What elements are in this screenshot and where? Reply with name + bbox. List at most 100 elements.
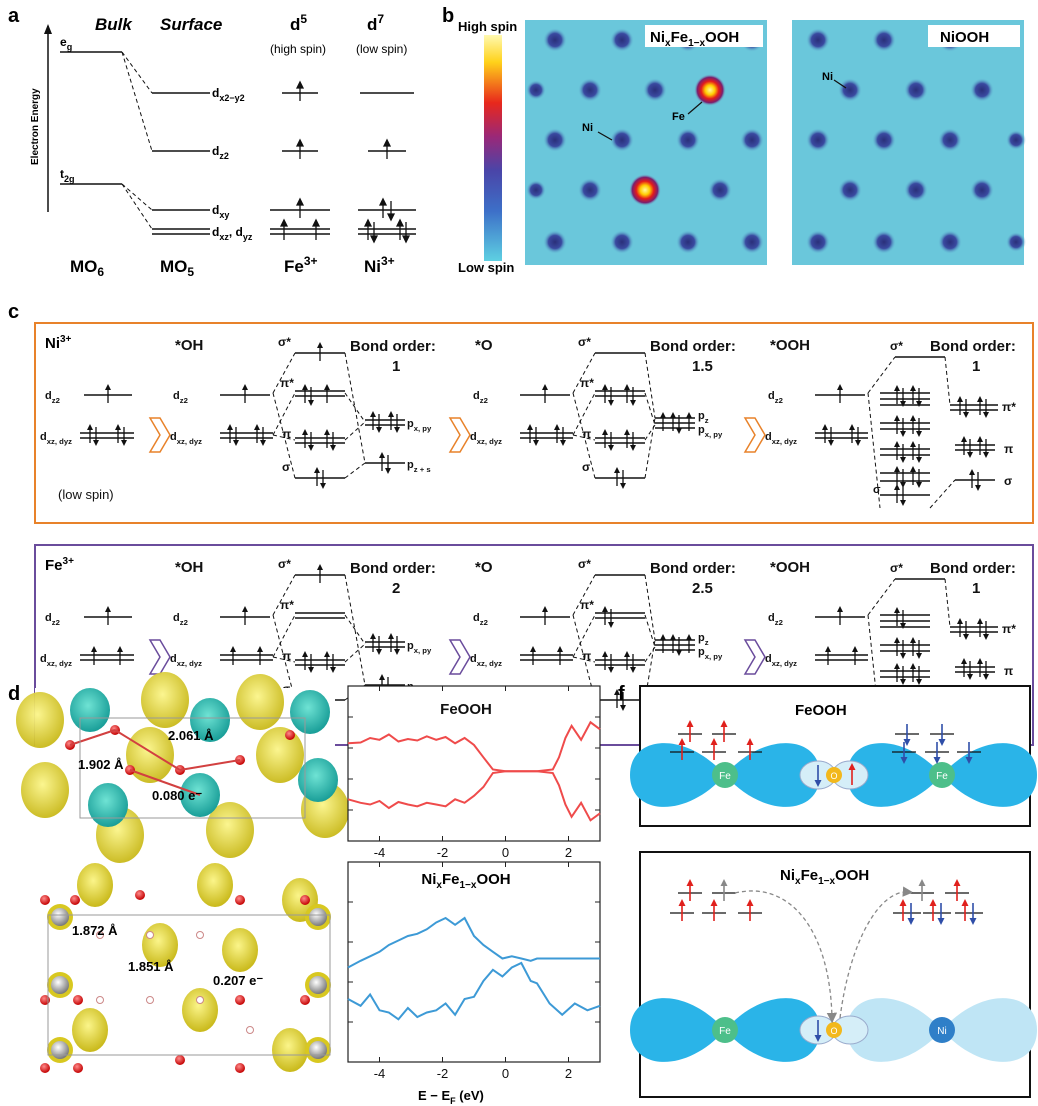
- spin-up-head: [822, 424, 828, 430]
- pointer: [833, 79, 847, 89]
- connector: [121, 183, 153, 211]
- spin-up-head: [969, 469, 975, 475]
- mo-connector: [867, 614, 881, 731]
- mo-connector: [344, 462, 366, 479]
- spin-down-head: [900, 623, 906, 629]
- px-py-label: px, py: [407, 640, 432, 655]
- spin-down-head: [967, 674, 973, 680]
- adsorbate-label: *OOH: [770, 559, 810, 576]
- spin-up-head: [105, 606, 111, 612]
- dos-xlabel: E − EF (eV): [418, 1088, 484, 1106]
- dxz-dyz-label: dxz, dyz: [40, 653, 72, 668]
- mo-connector: [644, 574, 656, 641]
- spin-up-head: [720, 879, 728, 886]
- spin-down-head: [916, 679, 922, 685]
- spin-up-head: [910, 385, 916, 391]
- spin-down-head: [828, 440, 834, 446]
- spin-up-head: [686, 720, 694, 727]
- spin-density-up: [72, 1008, 108, 1052]
- dxz-dyz-label: dxz, dyz: [170, 653, 202, 668]
- pointer: [687, 101, 703, 115]
- spin-density-down: [298, 758, 338, 802]
- spin-up-head: [324, 384, 330, 390]
- ion-label: Fe3+: [45, 556, 74, 574]
- spin-up-head: [961, 899, 969, 906]
- bond-order-label: Bond order:: [350, 338, 436, 355]
- spin-density-up: [222, 928, 258, 972]
- adsorbate-label: *O: [475, 337, 493, 354]
- orbital-lobe: [725, 743, 820, 807]
- oxygen-atom: [235, 895, 245, 905]
- spin-up-head: [370, 633, 376, 639]
- bond-order-value: 2.5: [692, 580, 713, 597]
- metal-atom-label: Fe: [936, 771, 948, 782]
- pi-label: π: [1004, 442, 1013, 456]
- t2g-label: t2g: [60, 167, 75, 184]
- spin-up-head: [302, 429, 308, 435]
- hydrogen-atom: [96, 996, 104, 1004]
- connector: [121, 51, 153, 94]
- bond: [179, 759, 241, 771]
- oxygen-atom: [175, 1055, 185, 1065]
- spin-up-head: [910, 637, 916, 643]
- electron-transfer-arrow: [839, 886, 914, 1019]
- bond-order-value: 2: [392, 580, 400, 597]
- spin-up-head: [977, 658, 983, 664]
- x-tick-label: 0: [502, 1066, 509, 1081]
- spin-up-head: [257, 646, 263, 652]
- spin-up-head: [388, 633, 394, 639]
- mo-connector: [272, 392, 296, 436]
- dos-series-down: [347, 961, 601, 1021]
- spin-down-head: [900, 679, 906, 685]
- dos-series-down: [347, 770, 601, 822]
- x-tick-label: -2: [437, 1066, 449, 1081]
- dz2-label: dz2: [768, 390, 783, 405]
- spin-down-head: [965, 757, 973, 764]
- x-tick-label: 0: [502, 845, 509, 860]
- spin-up-head: [894, 637, 900, 643]
- spin-up-head: [227, 424, 233, 430]
- px-py-label: px, py: [698, 424, 723, 439]
- spin-up-head: [602, 429, 608, 435]
- label-mo5: MO5: [160, 257, 194, 279]
- col-d7-sub: (low spin): [356, 42, 407, 56]
- px-py-label: px, py: [698, 646, 723, 661]
- panel-label-c: c: [8, 301, 19, 323]
- spin-up-head: [894, 607, 900, 613]
- sigma-label: σ: [1004, 474, 1012, 488]
- spin-up-head: [302, 651, 308, 657]
- spin-down-head: [814, 780, 822, 787]
- dxz-dyz-label: dxz, dyz: [470, 653, 502, 668]
- mo-connector: [344, 574, 366, 686]
- spin-up-head: [254, 424, 260, 430]
- spin-down-head: [533, 440, 539, 446]
- structure-bottom-atoms: [40, 863, 331, 1073]
- spin-up-head: [977, 618, 983, 624]
- spin-up-head: [894, 663, 900, 669]
- oxygen-atom: [73, 1063, 83, 1073]
- spin-up-head: [849, 424, 855, 430]
- spin-down-head: [983, 452, 989, 458]
- spin-up-head: [670, 412, 676, 418]
- mo-connector: [944, 578, 951, 628]
- sigma-star-label: σ*: [278, 557, 291, 571]
- spin-density-up: [206, 802, 254, 858]
- bond: [114, 729, 181, 771]
- spin-density-down: [190, 698, 230, 742]
- spin-up-head: [837, 384, 843, 390]
- spin-down-head: [385, 468, 391, 474]
- spin-up-head: [961, 436, 967, 442]
- px-py-label: px, py: [407, 418, 432, 433]
- x-tick-label: 2: [565, 845, 572, 860]
- mo-connector: [344, 643, 366, 663]
- spin-down-head: [900, 482, 906, 488]
- panel-label-a: a: [8, 5, 20, 27]
- spin-up-head: [317, 342, 323, 348]
- spin-up-head: [961, 658, 967, 664]
